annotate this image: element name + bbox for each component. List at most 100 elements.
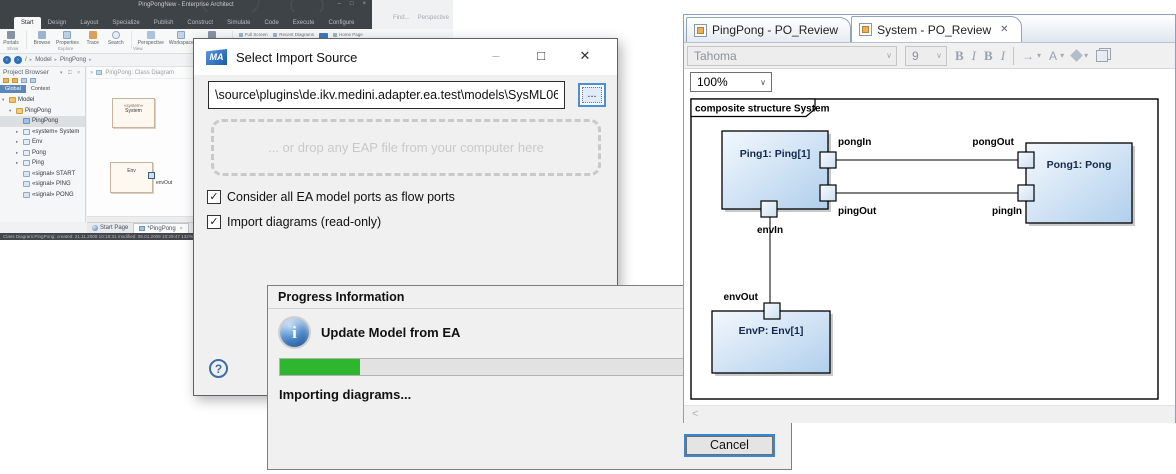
tab-context[interactable]: Context: [30, 86, 50, 92]
tree-item-pong[interactable]: Pong: [0, 148, 85, 159]
tab-pingpong-doc[interactable]: *PingPong×: [133, 223, 189, 233]
flow-ports-checkbox-row[interactable]: ✓ Consider all EA model ports as flow po…: [207, 190, 455, 204]
tree-item-signal-start[interactable]: «signal» START: [0, 169, 85, 180]
hub-icon[interactable]: [319, 33, 329, 42]
tab-start-page[interactable]: Start Page: [87, 223, 133, 233]
maximize-icon[interactable]: □: [349, 1, 354, 7]
dialog-titlebar[interactable]: MA Select Import Source – □ ✕: [194, 39, 617, 75]
font-color-button[interactable]: A ▾: [1049, 49, 1064, 63]
font-family-select[interactable]: Tahoma ∨: [687, 45, 897, 66]
properties-button[interactable]: Properties: [56, 31, 79, 46]
breadcrumb-model[interactable]: Model: [35, 57, 57, 63]
recent-diagrams-button[interactable]: Recent Diagrams: [273, 32, 314, 37]
composite-structure-canvas[interactable]: composite structure System Ping1: Ping[1…: [684, 95, 1175, 405]
chevron-right-icon[interactable]: [16, 160, 21, 166]
tree-item-env[interactable]: Env: [0, 137, 85, 148]
more-icon[interactable]: »: [90, 69, 94, 76]
checkbox-label: Consider all EA model ports as flow port…: [227, 190, 455, 204]
tree-item-signal-pong[interactable]: «signal» PONG: [0, 190, 85, 201]
perspective-toolbar-button[interactable]: Perspective: [138, 31, 164, 46]
cancel-button[interactable]: Cancel: [684, 434, 775, 457]
find-input[interactable]: Find...: [392, 15, 410, 21]
block-pong1[interactable]: [1025, 142, 1133, 224]
ribbon-tab-execute[interactable]: Execute: [292, 20, 315, 26]
ribbon-tab-construct[interactable]: Construct: [187, 20, 214, 26]
breadcrumb-pingpong[interactable]: PingPong: [60, 57, 92, 63]
help-button[interactable]: ?: [209, 359, 228, 378]
ribbon-tab-code[interactable]: Code: [264, 20, 279, 26]
panel-menu-icons[interactable]: ▾ ⏍ ×: [59, 69, 82, 76]
ribbon-tab-simulate[interactable]: Simulate: [227, 20, 251, 26]
scroll-left-icon[interactable]: <: [692, 408, 699, 420]
fill-color-button[interactable]: ▾: [1070, 49, 1088, 62]
browse-button[interactable]: Browse: [33, 31, 51, 46]
new-folder-icon[interactable]: [3, 78, 9, 83]
chevron-right-icon[interactable]: [16, 129, 21, 135]
breadcrumb-root[interactable]: /: [25, 57, 32, 63]
home-page-button[interactable]: Home Page: [333, 32, 363, 37]
ribbon-tab-specialize[interactable]: Specialize: [112, 20, 140, 26]
tree-item-pingpong-pkg[interactable]: PingPong: [0, 106, 85, 117]
chevron-down-icon[interactable]: [9, 108, 14, 114]
horizontal-scrollbar[interactable]: <: [684, 405, 1175, 423]
bold-button[interactable]: B: [984, 47, 993, 63]
list-view-icon[interactable]: [30, 78, 36, 83]
close-icon[interactable]: ×: [362, 1, 366, 7]
perspective-button[interactable]: Perspective: [417, 15, 449, 21]
port-pingIn[interactable]: [1017, 184, 1035, 202]
portals-button[interactable]: Portals: [2, 31, 20, 46]
eap-drop-zone[interactable]: ... or drop any EAP file from your compu…: [211, 119, 601, 176]
port-pongIn[interactable]: [819, 151, 837, 169]
full-screen-button[interactable]: Full Screen: [238, 32, 268, 37]
tree-item-pingpong-diagram[interactable]: PingPong: [0, 116, 85, 127]
ribbon-tab-start[interactable]: Start: [14, 17, 41, 29]
ribbon-tab-design[interactable]: Design: [47, 20, 67, 26]
bold-button[interactable]: B: [955, 47, 964, 63]
open-folder-icon[interactable]: [12, 78, 18, 83]
italic-button[interactable]: I: [971, 47, 977, 63]
tree-options-icon[interactable]: [21, 78, 27, 83]
nav-forward-icon[interactable]: ›: [14, 56, 22, 64]
swap-diagram-icon[interactable]: [1096, 49, 1109, 62]
tree-item-system[interactable]: «system» System: [0, 127, 85, 138]
checkbox-checked-icon[interactable]: ✓: [207, 215, 221, 229]
chevron-right-icon[interactable]: [16, 139, 21, 145]
minimize-icon[interactable]: –: [337, 1, 341, 7]
tree-item-ping[interactable]: Ping: [0, 158, 85, 169]
chevron-down-icon[interactable]: [2, 97, 7, 103]
font-size-select[interactable]: 9 ∨: [905, 45, 947, 66]
ribbon-tab-configure[interactable]: Configure: [328, 20, 355, 26]
zoom-level-select[interactable]: 100% ∨: [690, 72, 772, 92]
tree-item-signal-ping[interactable]: «signal» PING: [0, 179, 85, 190]
block-envp[interactable]: [711, 310, 831, 374]
chevron-right-icon[interactable]: [16, 150, 21, 156]
trace-button[interactable]: Trace: [84, 31, 102, 46]
tab-pingpong-review[interactable]: PingPong - PO_Review: [686, 17, 852, 42]
tab-system-review[interactable]: System - PO_Review ✕: [851, 16, 1022, 42]
ribbon-tab-layout[interactable]: Layout: [80, 20, 99, 26]
block-ping1[interactable]: [721, 130, 829, 210]
tree-item-model[interactable]: Model: [0, 95, 85, 106]
port-pingOut[interactable]: [819, 184, 837, 202]
import-diagrams-checkbox-row[interactable]: ✓ Import diagrams (read-only): [207, 215, 381, 229]
system-element[interactable]: «system» System: [112, 98, 155, 128]
port-envIn[interactable]: [760, 200, 778, 218]
close-tab-icon[interactable]: ✕: [1000, 24, 1009, 35]
italic-button[interactable]: I: [1000, 47, 1006, 63]
maximize-icon[interactable]: □: [537, 48, 545, 63]
workspace-button[interactable]: Workspace: [169, 31, 194, 46]
close-icon[interactable]: ×: [179, 225, 183, 232]
port-pongOut[interactable]: [1017, 151, 1035, 169]
tab-global[interactable]: Global: [0, 85, 26, 93]
import-path-input[interactable]: [208, 81, 565, 109]
browse-button[interactable]: ...: [578, 83, 606, 107]
port-marker[interactable]: [148, 172, 155, 179]
port-envOut[interactable]: [763, 302, 781, 320]
env-element[interactable]: Env: [110, 162, 153, 193]
checkbox-checked-icon[interactable]: ✓: [207, 190, 221, 204]
ribbon-tab-publish[interactable]: Publish: [153, 20, 174, 26]
line-style-button[interactable]: → ▾: [1022, 49, 1041, 63]
close-icon[interactable]: ✕: [579, 48, 591, 63]
nav-back-icon[interactable]: ‹: [3, 56, 11, 64]
search-button[interactable]: Search: [107, 31, 125, 46]
